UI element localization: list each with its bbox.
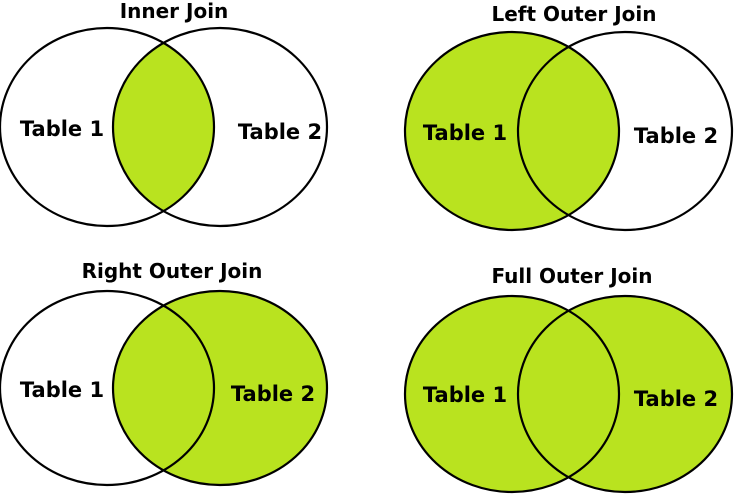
full-outer-table1-circle (403, 294, 621, 494)
panel-right-outer-join: Right Outer Join Table 1 Table 2 (0, 259, 329, 487)
inner-join-table2-circle (111, 26, 329, 228)
panel-inner-join: Inner Join Table 1 Table 2 (0, 0, 329, 228)
inner-join-table1-label: Table 1 (20, 117, 104, 141)
right-outer-table2-label: Table 2 (231, 382, 315, 406)
left-outer-table1-label: Table 1 (423, 121, 507, 145)
right-outer-table2-circle (111, 289, 329, 487)
full-outer-table2-fill (518, 296, 732, 492)
full-outer-title: Full Outer Join (491, 264, 652, 288)
left-outer-table1-circle (403, 30, 621, 232)
inner-join-table1-circle (0, 26, 216, 228)
right-outer-table2-fill (113, 291, 327, 485)
left-outer-title: Left Outer Join (492, 2, 657, 26)
full-outer-table2-label: Table 2 (634, 387, 718, 411)
right-outer-table1-circle (0, 289, 216, 487)
inner-join-title: Inner Join (120, 0, 229, 23)
inner-join-table2-label: Table 2 (238, 120, 322, 144)
left-outer-table2-label: Table 2 (634, 124, 718, 148)
full-outer-table2-circle (516, 294, 734, 494)
right-outer-title: Right Outer Join (82, 259, 263, 283)
panel-full-outer-join: Full Outer Join Table 1 Table 2 (403, 264, 734, 494)
full-outer-table1-label: Table 1 (423, 383, 507, 407)
panel-left-outer-join: Left Outer Join Table 1 Table 2 (403, 2, 734, 232)
left-outer-table1-fill (405, 32, 619, 230)
inner-join-intersection-fill (113, 28, 214, 226)
left-outer-table2-circle (516, 30, 734, 232)
right-outer-table1-label: Table 1 (20, 378, 104, 402)
